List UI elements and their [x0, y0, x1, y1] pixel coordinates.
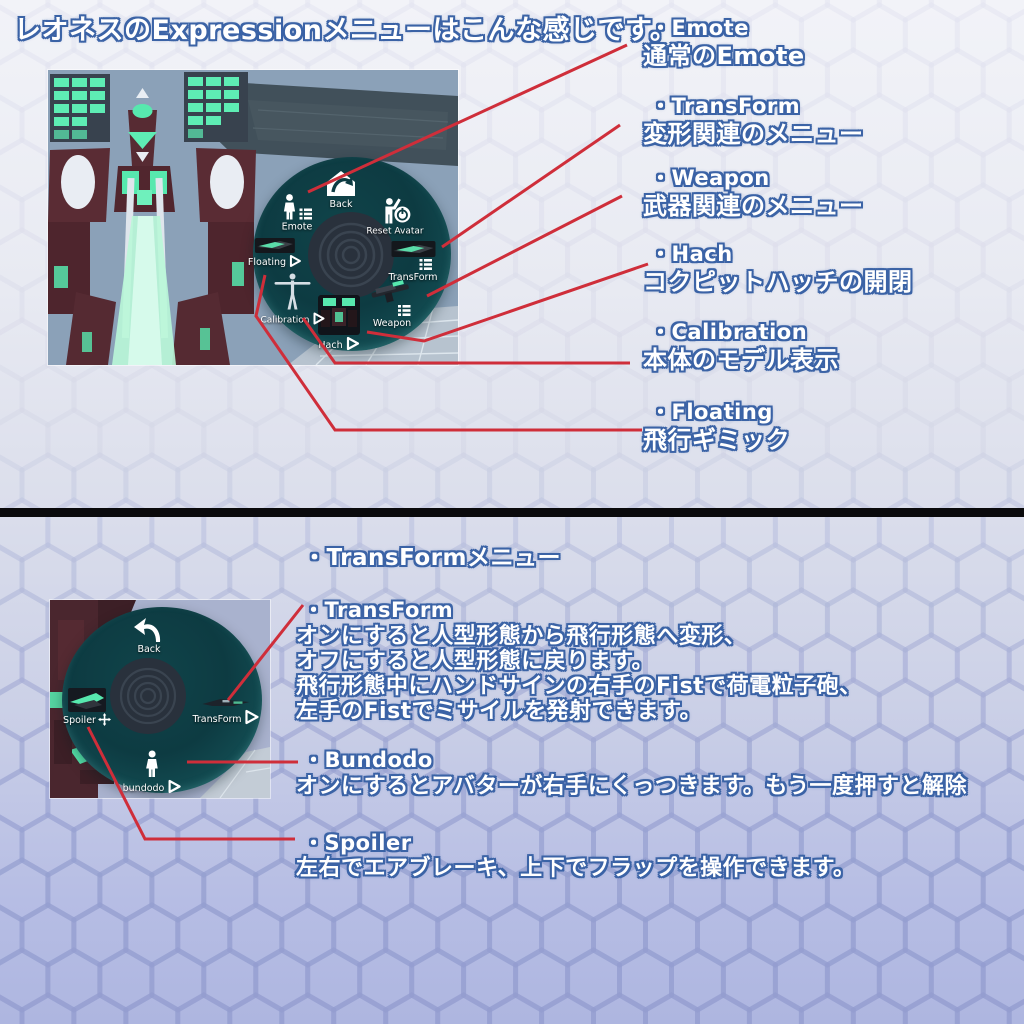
- annotation-spoiler-desc: 左右でエアブレーキ、上下でフラップを操作できます。: [296, 856, 856, 881]
- section-divider: [0, 508, 1024, 517]
- menu-center-hub: [110, 658, 186, 734]
- annotation-bundodo-desc: オンにするとアバターが右手にくっつきます。もう一度押すと解除: [296, 774, 968, 799]
- person-icon: [283, 194, 296, 220]
- expression-radial-menu[interactable]: Back Reset Avatar: [248, 157, 451, 351]
- play-icon: [245, 709, 259, 725]
- jet-thumbnail: [390, 241, 435, 257]
- play-icon: [168, 779, 181, 794]
- menu-item-floating[interactable]: Floating: [248, 238, 302, 268]
- annotation-emote-name: ・Emote: [650, 16, 749, 40]
- annotation-calibration-name: ・Calibration: [650, 320, 808, 344]
- move-arrows-icon: [97, 713, 111, 726]
- annotation-transform2-line2: オフにすると人型形態に戻ります。: [296, 649, 655, 674]
- home-back-icon: [327, 171, 355, 196]
- jet-silhouette-thumbnail: [201, 699, 249, 706]
- person-icon: [145, 750, 158, 777]
- menu-item-calibration[interactable]: Calibration: [261, 273, 326, 326]
- menu-item-label: Back: [137, 644, 161, 655]
- menu-item-label: Reset Avatar: [366, 226, 424, 237]
- list-icon: [419, 259, 432, 270]
- annotation-floating-name: ・Floating: [650, 400, 773, 424]
- annotation-hach-name: ・Hach: [650, 242, 733, 266]
- screenshot-expression-menu: Back Reset Avatar: [48, 70, 458, 365]
- play-icon: [313, 312, 325, 325]
- page-title: レオネスのExpressionメニューはこんな感じです。: [14, 15, 678, 46]
- menu-item-bundodo[interactable]: bundodo: [123, 750, 182, 794]
- back-arrow-icon: [134, 618, 161, 642]
- jet-wing-thumbnail: [68, 688, 106, 712]
- menu-item-transform[interactable]: TransForm: [192, 697, 259, 725]
- play-icon: [346, 336, 359, 351]
- annotation-emote-desc: 通常のEmote: [643, 42, 805, 70]
- annotation-weapon-desc: 武器関連のメニュー: [643, 192, 864, 220]
- annotation-transform-name: ・TransForm: [650, 94, 801, 118]
- play-icon: [290, 255, 302, 267]
- menu-item-label: Weapon: [372, 318, 412, 329]
- annotation-transform2-line3: 飛行形態中にハンドサインの右手のFistで荷電粒子砲、: [296, 674, 862, 699]
- screenshot-transform-menu: Back Spoiler: [50, 600, 270, 798]
- menu-item-label: Calibration: [260, 315, 310, 326]
- menu-item-back[interactable]: Back: [323, 168, 359, 210]
- transform-radial-menu[interactable]: Back Spoiler: [62, 607, 262, 794]
- annotation-transform2-name: ・TransForm: [303, 598, 454, 622]
- list-icon: [299, 208, 312, 220]
- annotation-hach-desc: コクピットハッチの開閉: [643, 268, 913, 296]
- menu-item-label: TransForm: [192, 714, 242, 725]
- menu-item-weapon[interactable]: Weapon: [369, 277, 415, 329]
- menu-item-back[interactable]: Back: [132, 617, 166, 655]
- annotation-bundodo-name: ・Bundodo: [303, 748, 433, 772]
- reset-avatar-icon: [385, 198, 410, 224]
- menu-item-label: Hach: [318, 340, 343, 351]
- menu-item-emote[interactable]: Emote: [282, 194, 313, 233]
- jet-thumbnail: [255, 238, 295, 253]
- bottom-section-title: ・TransFormメニュー: [303, 545, 561, 571]
- menu-item-label: Back: [329, 199, 353, 210]
- menu-item-label: Emote: [281, 221, 313, 233]
- gun-thumbnail: [371, 280, 409, 303]
- annotation-spoiler-name: ・Spoiler: [303, 831, 412, 855]
- menu-item-label: Spoiler: [63, 715, 96, 726]
- menu-item-label: bundodo: [122, 783, 165, 794]
- tpose-figure-icon: [275, 273, 311, 310]
- list-icon: [397, 305, 410, 316]
- annotation-transform2-line4: 左手のFistでミサイルを発射できます。: [296, 699, 702, 724]
- menu-item-spoiler[interactable]: Spoiler: [63, 688, 111, 726]
- menu-item-label: Floating: [247, 257, 287, 268]
- annotation-transform2-line1: オンにすると人型形態から飛行形態へ変形、: [296, 624, 747, 649]
- annotation-calibration-desc: 本体のモデル表示: [643, 346, 839, 374]
- annotation-floating-desc: 飛行ギミック: [643, 426, 790, 454]
- menu-item-reset-avatar[interactable]: Reset Avatar: [366, 196, 424, 237]
- annotation-weapon-name: ・Weapon: [650, 166, 770, 190]
- annotation-transform-desc: 変形関連のメニュー: [643, 120, 864, 148]
